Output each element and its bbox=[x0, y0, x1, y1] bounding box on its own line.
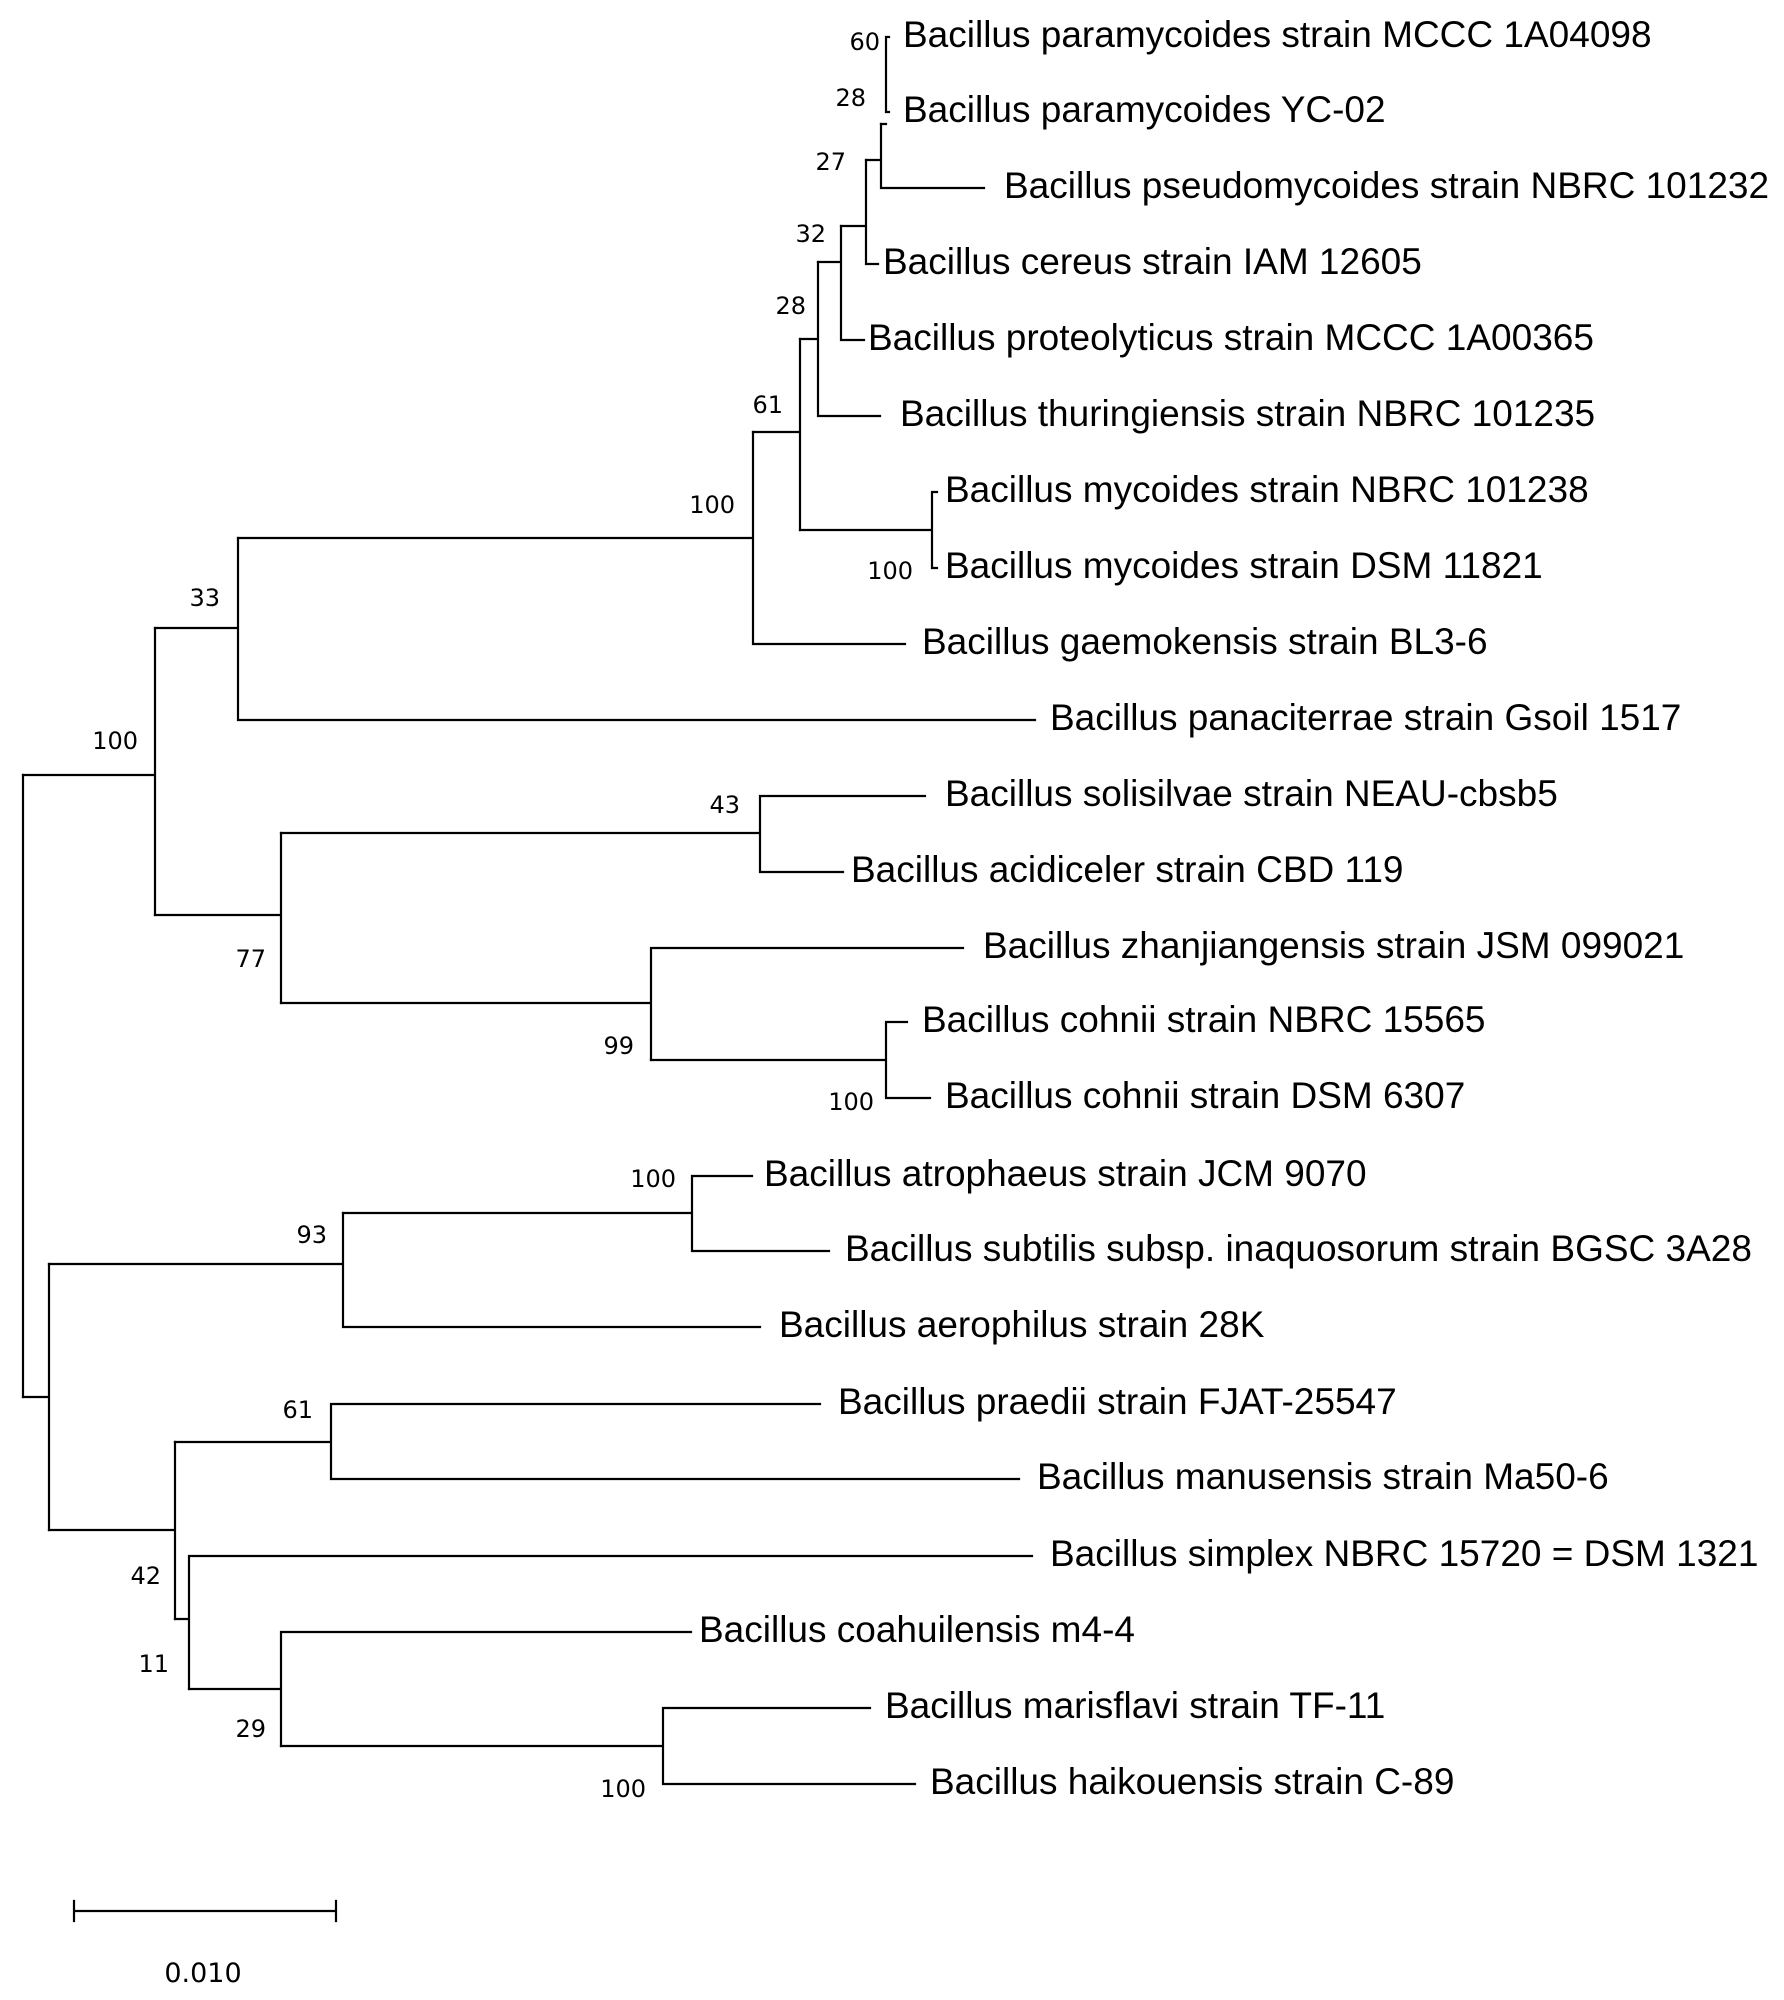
tree-branch bbox=[187, 1630, 693, 1748]
bootstrap-labels: 60 28 27 32 28 61 100 100 33 100 43 77 99 100 100 93 61 4… bbox=[92, 28, 913, 1803]
bootstrap-value: 28 bbox=[835, 84, 866, 112]
taxon-label: Bacillus manusensis strain Ma50-6 bbox=[1037, 1456, 1609, 1497]
taxon-label: Bacillus pseudomycoides strain NBRC 1012… bbox=[1004, 165, 1769, 206]
taxon-label: Bacillus mycoides strain NBRC 101238 bbox=[945, 469, 1589, 510]
taxon-label: Bacillus marisflavi strain TF-11 bbox=[885, 1685, 1385, 1726]
taxon-label: Bacillus zhanjiangensis strain JSM 09902… bbox=[983, 925, 1684, 966]
taxon-label: Bacillus aerophilus strain 28K bbox=[779, 1304, 1265, 1345]
bootstrap-value: 28 bbox=[775, 292, 806, 320]
tree-branch bbox=[751, 337, 802, 532]
bootstrap-value: 11 bbox=[138, 1650, 169, 1678]
taxon-label: Bacillus coahuilensis m4-4 bbox=[699, 1609, 1135, 1650]
taxon-label: Bacillus proteolyticus strain MCCC 1A003… bbox=[868, 317, 1594, 358]
tree-branch bbox=[879, 35, 891, 126]
tree-branch bbox=[279, 946, 965, 1062]
bootstrap-value: 100 bbox=[92, 727, 138, 755]
bootstrap-value: 77 bbox=[235, 945, 266, 973]
taxon-label: Bacillus subtilis subsp. inaquosorum str… bbox=[845, 1228, 1752, 1269]
taxon-label: Bacillus solisilvae strain NEAU-cbsb5 bbox=[945, 773, 1558, 814]
tree-branch bbox=[236, 430, 907, 646]
taxon-label: Bacillus mycoides strain DSM 11821 bbox=[945, 545, 1543, 586]
bootstrap-value: 100 bbox=[630, 1165, 676, 1193]
taxon-label: Bacillus acidiceler strain CBD 119 bbox=[851, 849, 1404, 890]
taxon-label: Bacillus gaemokensis strain BL3-6 bbox=[922, 621, 1488, 662]
taxon-label: Bacillus cohnii strain DSM 6307 bbox=[945, 1075, 1465, 1116]
bootstrap-value: 60 bbox=[849, 28, 880, 56]
taxon-label: Bacillus simplex NBRC 15720 = DSM 1321 bbox=[1050, 1533, 1758, 1574]
tree-branch bbox=[47, 1211, 762, 1329]
taxon-label: Bacillus panaciterrae strain Gsoil 1517 bbox=[1050, 697, 1681, 738]
bootstrap-value: 43 bbox=[709, 791, 740, 819]
bootstrap-value: 100 bbox=[828, 1088, 874, 1116]
tree-branch bbox=[839, 158, 880, 266]
taxon-label: Bacillus paramycoides strain MCCC 1A0409… bbox=[903, 14, 1652, 55]
bootstrap-value: 100 bbox=[867, 557, 913, 585]
tree-branch bbox=[649, 1020, 932, 1100]
taxon-label: Bacillus thuringiensis strain NBRC 10123… bbox=[900, 393, 1595, 434]
tree-branch bbox=[47, 1440, 177, 1621]
taxon-labels: Bacillus paramycoides strain MCCC 1A0409… bbox=[699, 14, 1769, 1802]
tree-branch bbox=[173, 1402, 1021, 1481]
tree-branch bbox=[341, 1174, 831, 1253]
tree-branch bbox=[798, 260, 882, 418]
tree-branch bbox=[816, 224, 866, 342]
bootstrap-value: 93 bbox=[296, 1221, 327, 1249]
bootstrap-value: 61 bbox=[752, 391, 783, 419]
tree-branch bbox=[21, 626, 157, 917]
taxon-label: Bacillus paramycoides YC-02 bbox=[903, 89, 1386, 130]
bootstrap-value: 100 bbox=[689, 491, 735, 519]
scale-bar: 0.010 bbox=[72, 1899, 338, 1989]
bootstrap-value: 32 bbox=[795, 220, 826, 248]
bootstrap-value: 61 bbox=[282, 1396, 313, 1424]
bootstrap-value: 33 bbox=[189, 584, 220, 612]
tree-branch bbox=[153, 536, 1037, 722]
taxon-label: Bacillus atrophaeus strain JCM 9070 bbox=[764, 1153, 1367, 1194]
bootstrap-value: 42 bbox=[130, 1562, 161, 1590]
scale-bar-line bbox=[72, 1899, 338, 1923]
scale-bar-label: 0.010 bbox=[164, 1958, 241, 1989]
tree-branch bbox=[153, 831, 283, 1005]
taxon-label: Bacillus cohnii strain NBRC 15565 bbox=[922, 999, 1486, 1040]
tree-branch bbox=[173, 1554, 1034, 1691]
tree-branch bbox=[279, 1706, 917, 1786]
tree-branches bbox=[21, 35, 1037, 1786]
bootstrap-value: 100 bbox=[600, 1775, 646, 1803]
tree-branch bbox=[21, 1262, 51, 1532]
taxon-label: Bacillus cereus strain IAM 12605 bbox=[883, 241, 1422, 282]
tree-branch bbox=[864, 122, 986, 190]
tree-branch bbox=[798, 490, 939, 570]
taxon-label: Bacillus haikouensis strain C-89 bbox=[930, 1761, 1454, 1802]
tree-branch bbox=[279, 794, 927, 874]
bootstrap-value: 99 bbox=[603, 1032, 634, 1060]
bootstrap-value: 29 bbox=[235, 1715, 266, 1743]
bootstrap-value: 27 bbox=[815, 148, 846, 176]
taxon-label: Bacillus praedii strain FJAT-25547 bbox=[838, 1381, 1397, 1422]
